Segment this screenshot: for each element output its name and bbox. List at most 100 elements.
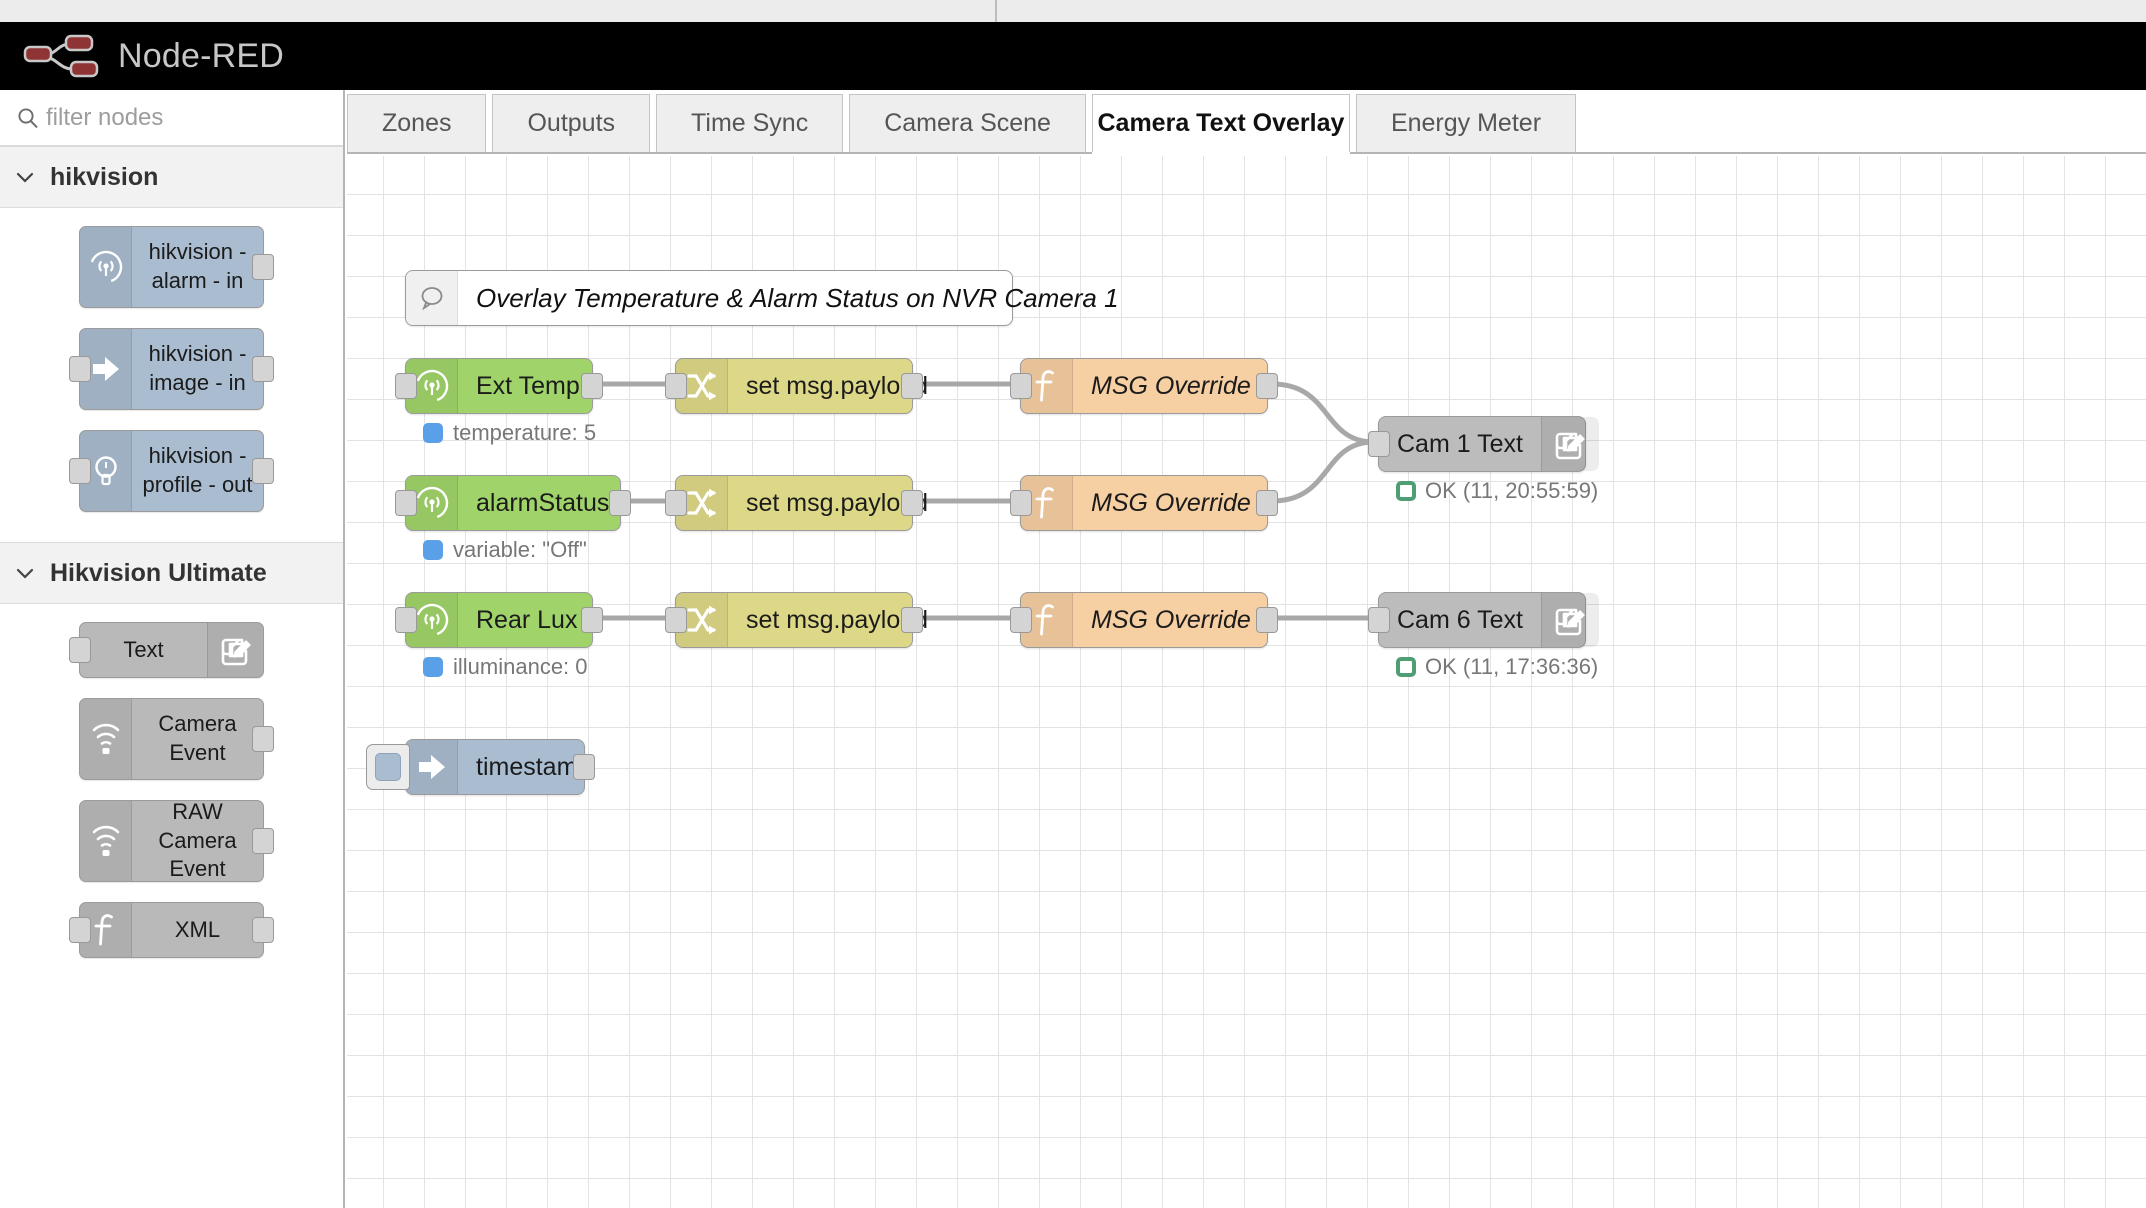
edit-pencil-icon[interactable] (1540, 593, 1599, 647)
node-input-port[interactable] (665, 490, 687, 516)
edit-pencil-icon[interactable] (207, 623, 263, 677)
node-input-port[interactable] (665, 373, 687, 399)
flow-tab-label: Camera Scene (884, 109, 1051, 137)
node-status-text: temperature: 5 (453, 420, 597, 445)
comment-node[interactable]: Overlay Temperature & Alarm Status on NV… (405, 270, 1119, 326)
flow-tab[interactable]: Energy Meter (1355, 94, 1577, 152)
status-indicator-icon (423, 540, 443, 560)
status-indicator-icon (1396, 657, 1416, 677)
status-indicator-icon (423, 423, 443, 443)
chevron-down-icon (14, 562, 36, 584)
flow-node-msg-override-1[interactable]: MSG Override (1010, 358, 1278, 414)
node-output-port[interactable] (1256, 607, 1278, 633)
node-output-port[interactable] (901, 373, 923, 399)
flow-node-label: set msg.payload (746, 371, 929, 400)
flow-node-label: Rear Lux (476, 605, 578, 634)
flow-node-ext-temp[interactable]: Ext Temp (395, 358, 603, 414)
flow-node-timestamp[interactable]: timestamp (366, 739, 595, 795)
node-output-port[interactable] (252, 254, 274, 280)
palette-node[interactable]: hikvision - image - in (69, 328, 274, 410)
node-status-badge: OK (11, 17:36:36) (1396, 654, 1598, 680)
flow-node-set-payload-3[interactable]: set msg.payload (665, 592, 928, 648)
flow-tab[interactable]: Camera Text Overlay (1091, 94, 1350, 152)
flow-tab-label: Outputs (527, 109, 616, 137)
node-input-port[interactable] (69, 458, 91, 484)
node-output-port[interactable] (252, 458, 274, 484)
palette-node[interactable]: RAW Camera Event (79, 799, 274, 882)
palette-node-label: RAW Camera Event (158, 799, 237, 882)
node-input-port[interactable] (69, 356, 91, 382)
palette-node-label: hikvision - alarm - in (148, 239, 247, 293)
node-output-port[interactable] (901, 490, 923, 516)
palette-node[interactable]: Camera Event (79, 698, 274, 780)
node-input-port[interactable] (1368, 607, 1390, 633)
flow-tab-label: Zones (382, 109, 452, 137)
inject-trigger-button[interactable] (366, 744, 410, 790)
flow-node-msg-override-2[interactable]: MSG Override (1010, 475, 1278, 531)
flow-tab-label: Time Sync (691, 109, 809, 137)
flow-node-label: alarmStatus (476, 488, 610, 517)
flow-node-alarm-status[interactable]: alarmStatus (395, 475, 631, 531)
node-status-text: illuminance: 0 (453, 654, 588, 679)
flow-node-label: Ext Temp (476, 371, 580, 400)
flow-tab[interactable]: Zones (347, 94, 487, 152)
flow-tab-label: Energy Meter (1390, 109, 1542, 137)
flow-node-set-payload-2[interactable]: set msg.payload (665, 475, 928, 531)
node-input-port[interactable] (395, 607, 417, 633)
flow-node-label: MSG Override (1091, 371, 1251, 400)
node-output-port[interactable] (1256, 490, 1278, 516)
flow-tab[interactable]: Time Sync (656, 94, 844, 152)
node-output-port[interactable] (609, 490, 631, 516)
flow-tab-bar: Zones Outputs Time Sync Camera Scene Camera … (347, 90, 2146, 154)
node-input-port[interactable] (69, 637, 91, 663)
node-status-text: OK (11, 20:55:59) (1425, 478, 1599, 503)
search-input[interactable] (46, 103, 316, 132)
palette-category-header[interactable]: hikvision (0, 146, 343, 208)
flow-node-label: Cam 6 Text (1397, 605, 1523, 634)
node-output-port[interactable] (581, 607, 603, 633)
wire-layer (597, 381, 1375, 621)
node-output-port[interactable] (573, 754, 595, 780)
flow-node-label: set msg.payload (746, 605, 929, 634)
app-title: Node-RED (118, 36, 284, 75)
node-output-port[interactable] (252, 356, 274, 382)
node-input-port[interactable] (1010, 373, 1032, 399)
flow-tab[interactable]: Outputs (492, 94, 651, 152)
flow-node-rear-lux[interactable]: Rear Lux (395, 592, 603, 648)
node-red-logo-icon (22, 33, 108, 79)
node-output-port[interactable] (581, 373, 603, 399)
node-input-port[interactable] (395, 373, 417, 399)
node-output-port[interactable] (1256, 373, 1278, 399)
flow-node-label: MSG Override (1091, 488, 1251, 517)
palette-category-header[interactable]: Hikvision Ultimate (0, 542, 343, 604)
node-input-port[interactable] (1368, 431, 1390, 457)
node-status-badge: temperature: 5 (423, 420, 596, 446)
node-output-port[interactable] (252, 726, 274, 752)
node-input-port[interactable] (1010, 490, 1032, 516)
node-input-port[interactable] (69, 917, 91, 943)
palette-node[interactable]: hikvision - profile - out (69, 430, 274, 512)
flow-canvas[interactable]: Overlay Temperature & Alarm Status on NV… (347, 156, 2146, 1208)
flow-node-msg-override-3[interactable]: MSG Override (1010, 592, 1278, 648)
palette-node-label: Text (123, 636, 164, 662)
palette-node[interactable]: Text (69, 622, 264, 678)
palette-search-row[interactable] (0, 90, 343, 146)
app-header: Node-RED (0, 22, 2146, 90)
flow-node-cam6-text[interactable]: Cam 6 Text (1368, 592, 1599, 648)
node-output-port[interactable] (252, 828, 274, 854)
flow-node-set-payload-1[interactable]: set msg.payload (665, 358, 928, 414)
node-input-port[interactable] (1010, 607, 1032, 633)
edit-pencil-icon[interactable] (1540, 417, 1599, 471)
node-input-port[interactable] (395, 490, 417, 516)
flow-node-cam1-text[interactable]: Cam 1 Text (1368, 416, 1599, 472)
flow-tab[interactable]: Camera Scene (849, 94, 1086, 152)
node-status-badge: illuminance: 0 (423, 654, 588, 680)
node-output-port[interactable] (901, 607, 923, 633)
flow-tab-label: Camera Text Overlay (1097, 109, 1345, 137)
node-status-badge: variable: "Off" (423, 537, 587, 563)
flow-node-label: MSG Override (1091, 605, 1251, 634)
palette-node[interactable]: hikvision - alarm - in (79, 226, 274, 308)
node-output-port[interactable] (252, 917, 274, 943)
node-input-port[interactable] (665, 607, 687, 633)
palette-node[interactable]: XML (69, 902, 274, 958)
